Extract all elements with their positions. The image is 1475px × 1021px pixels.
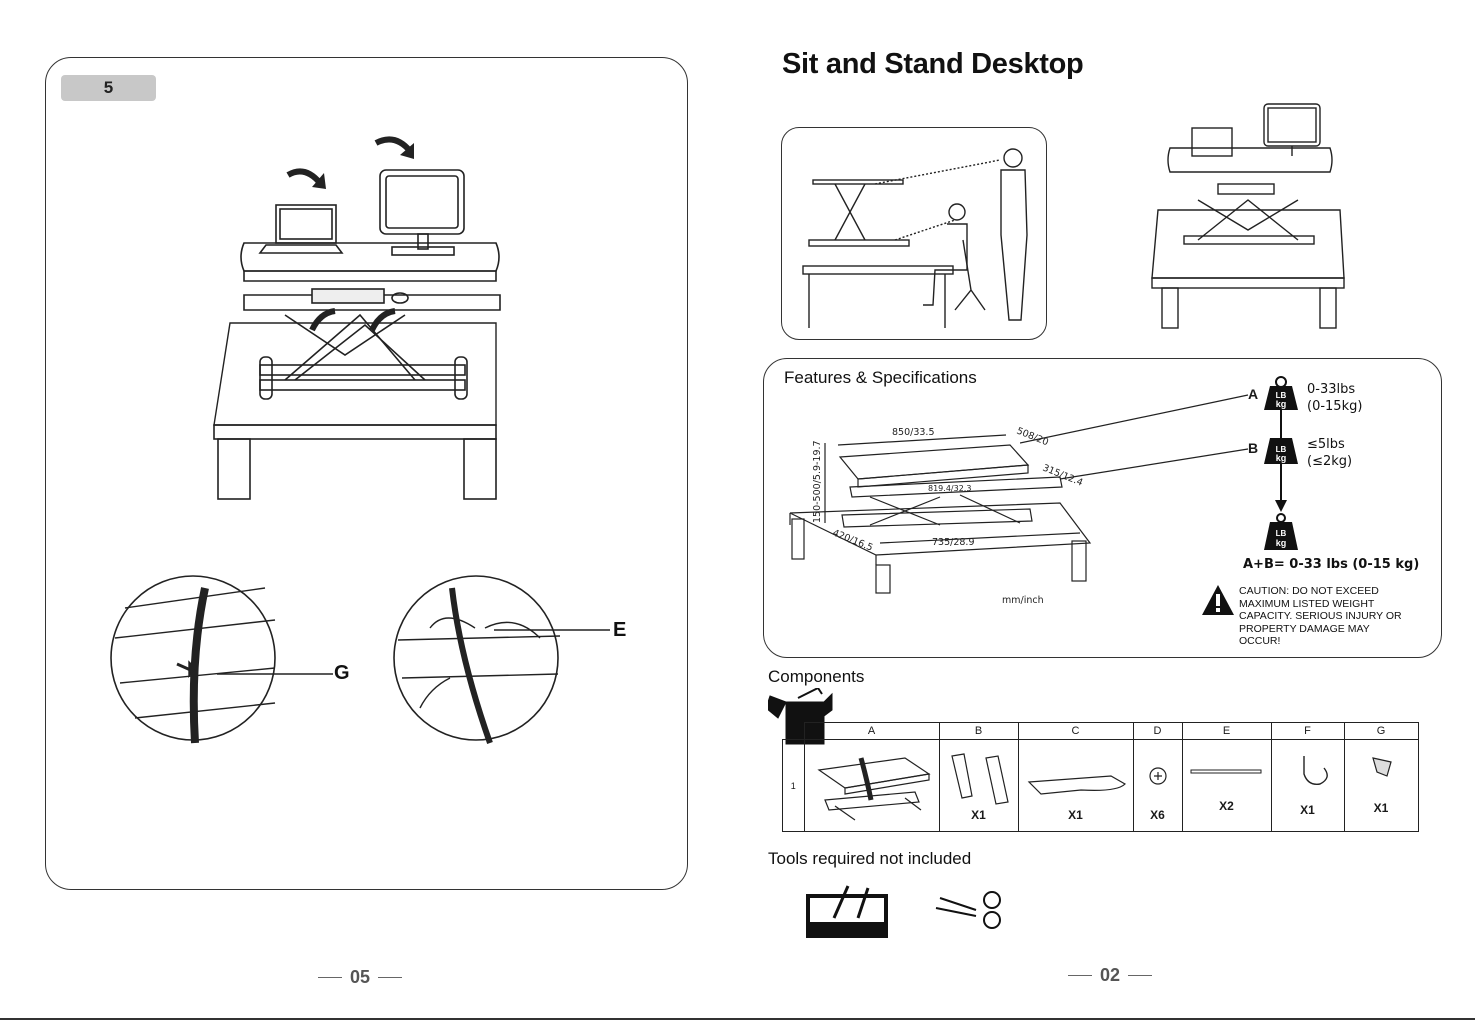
cable-clip-detail [110,575,333,744]
svg-text:819.4/32.3: 819.4/32.3 [928,484,971,493]
svg-text:kg: kg [1276,399,1287,409]
weight-label-a: A [1248,386,1259,402]
caution-text: CAUTION: DO NOT EXCEED MAXIMUM LISTED WE… [1239,585,1402,648]
svg-text:150-500/5.9-19.7: 150-500/5.9-19.7 [812,440,823,523]
weight-pointer-lines [1020,394,1249,480]
component-e-qty: X2 [1219,799,1234,813]
weight-a-kg: (0-15kg) [1307,399,1363,414]
svg-text:LB: LB [1276,391,1287,400]
row-number: 1 [782,739,805,832]
svg-text:kg: kg [1276,453,1287,463]
svg-text:LB: LB [1276,445,1287,454]
scissors-icon [935,891,1001,929]
components-table: A B C D E F G 1 [782,722,1419,832]
product-illustration [1151,103,1345,329]
components-title: Components [768,667,865,686]
component-header: C [1017,722,1134,740]
svg-text:LB: LB [1276,529,1287,538]
svg-text:mm/inch: mm/inch [1002,595,1044,606]
component-header: G [1343,722,1419,740]
component-header: B [938,722,1019,740]
weight-chain: LB kg LB kg LB kg [1264,376,1298,550]
right-page-number: 02 [1068,965,1153,986]
component-c-qty: X1 [1068,808,1083,822]
tools-title: Tools required not included [768,849,972,868]
left-page-number: 05 [318,967,403,988]
weight-icon-a [1264,386,1298,410]
component-g: X1 [1343,739,1419,832]
component-f-qty: X1 [1300,803,1315,817]
specifications-panel [763,358,1442,658]
weight-label-b: B [1248,440,1259,456]
page-title: Sit and Stand Desktop [782,48,1084,80]
warning-icon [1202,585,1234,615]
features-title: Features & Specifications [784,368,977,387]
ergonomics-illustration [802,148,1028,328]
component-e: X2 [1181,739,1272,832]
callout-e: E [613,619,627,641]
bracket-icon [950,753,1009,805]
weight-icon-b [1264,438,1298,464]
desk-assembly-illustration [213,136,501,500]
component-header: E [1181,722,1272,740]
step-number-badge: 5 [61,75,156,101]
step-panel [45,57,688,890]
component-b-qty: X1 [971,808,986,822]
weight-icon-total [1264,522,1298,550]
component-header: A [803,722,940,740]
weight-a-lbs: 0-33lbs [1307,382,1356,397]
callout-g: G [334,662,350,684]
cable-tie-icon [1190,769,1261,774]
component-header: F [1270,722,1345,740]
component-g-qty: X1 [1373,801,1389,815]
bottom-rule [0,1018,1475,1020]
component-d: X6 [1132,739,1183,832]
component-f: X1 [1270,739,1345,832]
cable-tie-detail [393,575,610,744]
arrow-icon [286,168,323,186]
desktop-unit-icon [816,757,931,821]
component-b: X1 [938,739,1019,832]
svg-text:850/33.5: 850/33.5 [892,427,935,438]
component-d-qty: X6 [1150,808,1165,822]
component-c: X1 [1017,739,1134,832]
ergonomics-panel [781,127,1047,340]
hook-icon [1302,756,1328,785]
svg-text:420/16.5: 420/16.5 [831,528,875,554]
weight-sum: A+B= 0-33 lbs (0-15 kg) [1243,557,1420,572]
tray-icon [1027,775,1126,795]
weight-b-kg: (≤2kg) [1307,454,1353,469]
screw-icon [1148,767,1167,785]
svg-text:kg: kg [1276,538,1287,548]
component-a [803,739,940,832]
component-header: D [1132,722,1183,740]
toolbox-icon [806,885,888,938]
weight-b-lbs: ≤5lbs [1307,437,1345,452]
clip-icon [1371,757,1392,777]
svg-text:735/28.9: 735/28.9 [932,537,975,548]
